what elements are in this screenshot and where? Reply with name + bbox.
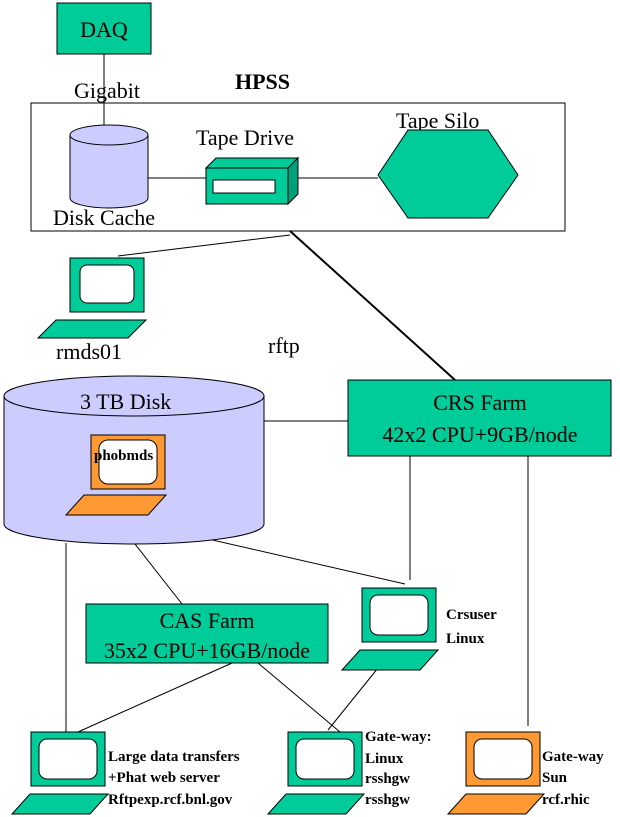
daq-node: DAQ	[56, 2, 152, 55]
rftpexp-label-3: Rftpexp.rcf.bnl.gov	[108, 792, 233, 808]
rftpexp-label-1: Large data transfers	[108, 749, 240, 765]
crsuser-to-rsshgw-line	[327, 667, 379, 731]
cas-farm-node: CAS Farm 35x2 CPU+16GB/node	[85, 603, 329, 664]
rftp-label: rftp	[268, 333, 300, 358]
hpss-title: HPSS	[235, 69, 290, 94]
tape-drive-label: Tape Drive	[196, 125, 294, 150]
cas-farm-box	[85, 603, 329, 664]
rsshgw-label-1: Gate-way:	[365, 729, 432, 745]
computer-icon	[340, 587, 440, 671]
computer-icon	[10, 731, 110, 815]
cas-to-rftpexp-line	[77, 662, 233, 733]
cas-farm-title: CAS Farm	[160, 608, 255, 633]
crs-farm-title: CRS Farm	[433, 390, 527, 415]
crs-farm-box	[347, 379, 612, 457]
crsuser-label-1: Crsuser	[446, 607, 497, 623]
daq-box	[56, 2, 152, 55]
connections	[65, 54, 529, 733]
hexagon-silo-icon	[377, 129, 519, 219]
computer-icon	[64, 434, 168, 516]
disk-cylinder-icon	[69, 124, 149, 209]
hpss-to-rmds01-line	[117, 234, 291, 257]
cas-farm-spec: 35x2 CPU+16GB/node	[104, 638, 310, 663]
cas-to-rsshgw-line	[257, 662, 341, 733]
rcfrhic-label-3: rcf.rhic	[542, 792, 590, 808]
hpss-to-crs-line	[289, 230, 456, 381]
rsshgw-label-2: Linux	[365, 751, 404, 767]
phobmds-label: phobmds	[94, 448, 153, 464]
disk-3tb-label: 3 TB Disk	[80, 389, 171, 414]
computer-icon	[446, 731, 546, 815]
daq-label: DAQ	[80, 17, 128, 42]
rmds01-label: rmds01	[56, 339, 122, 364]
rftpexp-label-2: +Phat web server	[108, 770, 220, 786]
computer-icon	[36, 257, 148, 339]
tape-drive-icon	[204, 156, 300, 206]
crs-farm-node: CRS Farm 42x2 CPU+9GB/node	[347, 379, 612, 457]
disk-cache-label: Disk Cache	[53, 205, 155, 230]
crsuser-label-2: Linux	[446, 631, 485, 647]
rsshgw-label-4: rsshgw	[365, 792, 410, 808]
tape-silo-label: Tape Silo	[396, 108, 479, 133]
gigabit-label: Gigabit	[74, 78, 140, 103]
rcfrhic-label-1: Gate-way	[542, 749, 604, 765]
hpss-box	[30, 102, 566, 232]
rcfrhic-label-2: Sun	[542, 770, 568, 786]
rsshgw-label-3: rsshgw	[365, 771, 410, 787]
computer-icon	[266, 731, 366, 815]
crs-farm-spec: 42x2 CPU+9GB/node	[382, 422, 577, 447]
